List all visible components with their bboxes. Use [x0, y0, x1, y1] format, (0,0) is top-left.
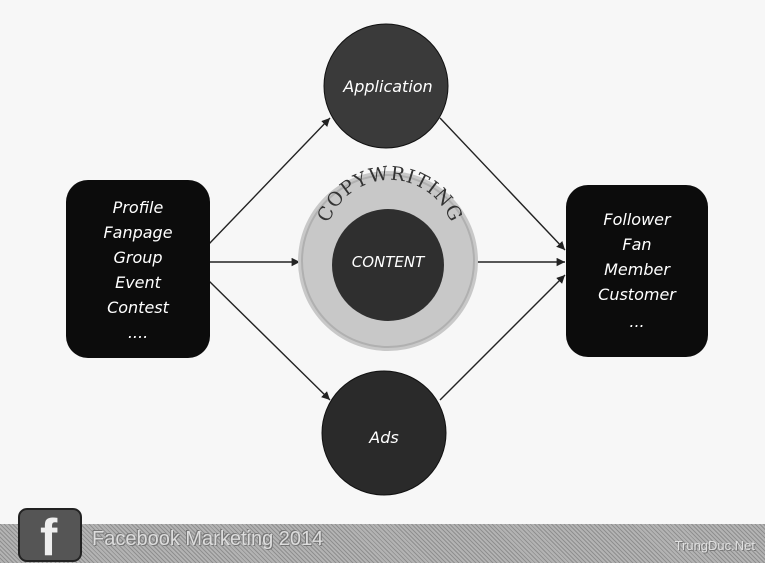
right-box: Follower Fan Member Customer ... [566, 185, 708, 357]
left-box-line: Fanpage [103, 223, 172, 242]
left-box-line: Group [113, 248, 162, 267]
right-box-line: ... [629, 312, 644, 331]
arrow-ads-to-right [439, 274, 566, 401]
ads-circle: Ads [321, 370, 447, 496]
facebook-logo-letter: f [40, 509, 58, 567]
arrow-left-to-application [207, 117, 331, 246]
arrow-application-to-right [439, 117, 566, 251]
footer-title: Facebook Marketing 2014 [92, 528, 324, 550]
content-label: CONTENT [352, 253, 426, 271]
footer-site: TrungDuc.Net [674, 538, 755, 553]
right-box-line: Customer [598, 285, 677, 304]
right-box-line: Fan [622, 235, 651, 254]
arrow-left-to-ads [207, 279, 331, 401]
facebook-logo-icon: f [18, 508, 82, 567]
left-box-line: Contest [107, 298, 170, 317]
ads-label: Ads [368, 428, 398, 447]
connectors [207, 117, 566, 401]
right-box-line: Member [604, 260, 671, 279]
application-label: Application [342, 77, 432, 96]
left-box: Profile Fanpage Group Event Contest .... [66, 180, 210, 358]
application-circle: Application [323, 23, 449, 149]
left-box-line: Profile [113, 198, 164, 217]
footer-bar [0, 524, 765, 563]
left-box-line: Event [115, 273, 162, 292]
left-box-line: .... [128, 323, 148, 342]
footer: f Facebook Marketing 2014 TrungDuc.Net [0, 508, 765, 567]
right-box-line: Follower [603, 210, 672, 229]
content-center: COPYWRITING CONTENT [298, 162, 478, 351]
